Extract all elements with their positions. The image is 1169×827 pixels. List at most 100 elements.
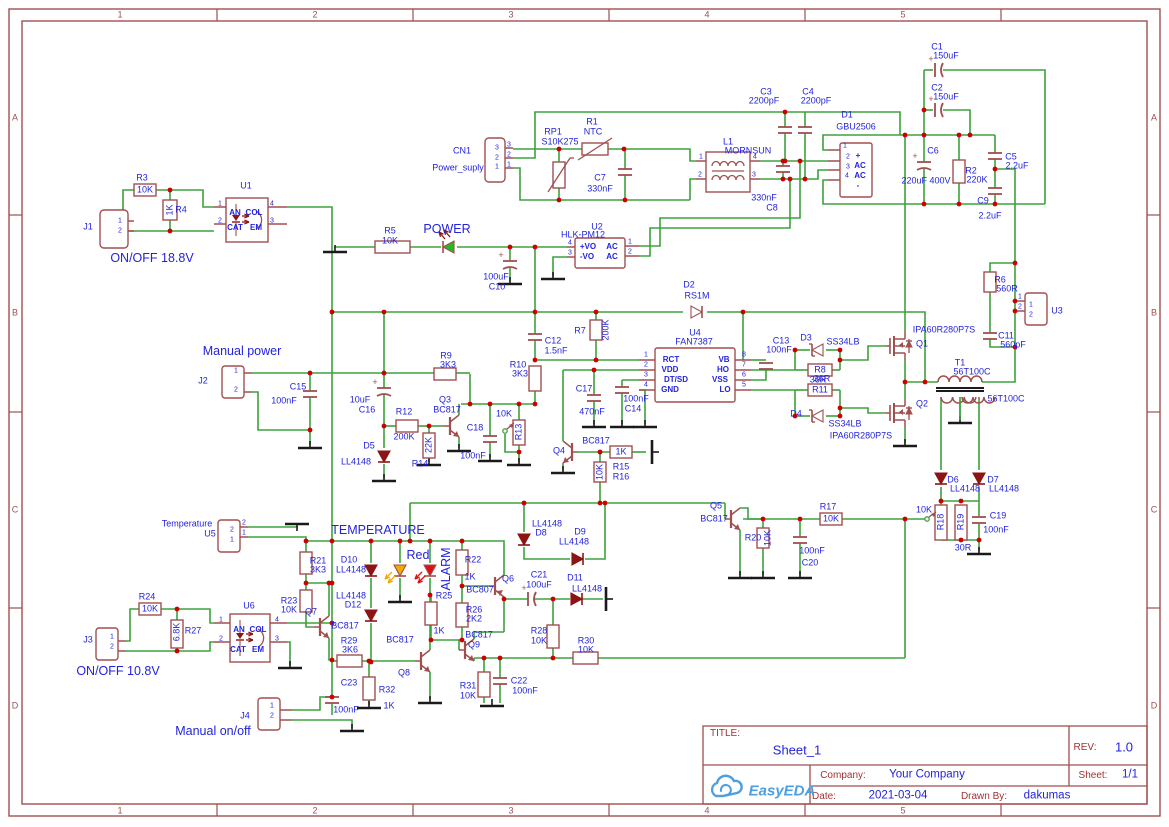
label-ac-235[interactable]: AC — [606, 242, 618, 251]
wire-123[interactable] — [252, 391, 310, 431]
label-100uf-202[interactable]: 100uF — [526, 579, 552, 590]
label-10k-173[interactable]: 10K — [141, 603, 159, 614]
label-36r-124[interactable]: 36R — [809, 374, 827, 385]
label-power-suply-50[interactable]: Power_suply — [432, 162, 484, 173]
resistor-R16[interactable] — [593, 461, 607, 483]
label-c5-77[interactable]: C5 — [1005, 151, 1017, 162]
label-1-272[interactable]: 1 — [242, 529, 246, 537]
label-2-270[interactable]: 2 — [234, 386, 238, 394]
resistor-R23[interactable] — [299, 589, 313, 613]
label-3-218[interactable]: 3 — [270, 217, 274, 225]
label-c21-201[interactable]: C21 — [530, 569, 548, 580]
label-d2-86[interactable]: D2 — [683, 279, 695, 290]
label-ac-247[interactable]: AC — [854, 171, 866, 180]
wire-31[interactable] — [639, 161, 801, 247]
label-2-276[interactable]: 2 — [219, 635, 223, 643]
label-manual-on-off-37[interactable]: Manual on/off — [175, 723, 251, 738]
label-3k6-184[interactable]: 3K6 — [341, 644, 359, 655]
connector-U5[interactable] — [217, 519, 241, 553]
label-10k-212[interactable]: 10K — [577, 644, 595, 655]
resistor-R18[interactable] — [934, 504, 948, 541]
capacitor-C21[interactable]: + — [521, 583, 537, 607]
label-2-250[interactable]: 2 — [1018, 303, 1022, 311]
label-c16-108[interactable]: C16 — [358, 404, 376, 415]
label-vdd-262[interactable]: VDD — [661, 365, 679, 374]
label-t1-133[interactable]: T1 — [954, 357, 966, 368]
label-22k-113[interactable]: 22K — [423, 436, 434, 454]
label-c17-96[interactable]: C17 — [575, 383, 593, 394]
label-c22-199[interactable]: C22 — [510, 675, 528, 686]
label-c7-55[interactable]: C7 — [594, 172, 606, 183]
wire-189[interactable] — [292, 719, 353, 728]
label-r11-126[interactable]: R11 — [812, 384, 828, 395]
label-100nf-144[interactable]: 100nF — [983, 524, 1009, 535]
label-1k-188[interactable]: 1K — [464, 571, 476, 582]
label-r19-142[interactable]: R19 — [955, 513, 966, 531]
wire-19[interactable] — [608, 148, 696, 162]
label-temperature-34[interactable]: TEMPERATURE — [331, 522, 425, 537]
label-2-224[interactable]: 2 — [507, 151, 511, 159]
label-r7-88[interactable]: R7 — [574, 325, 586, 336]
label-56t100c-135[interactable]: 56T100C — [987, 393, 1025, 404]
label-ll4148-165[interactable]: LL4148 — [335, 564, 367, 575]
label-r13-118[interactable]: R13 — [513, 423, 524, 441]
label-1-285[interactable]: 1 — [270, 702, 274, 710]
label-vo-233[interactable]: +VO — [579, 242, 597, 251]
diode-D9[interactable] — [571, 552, 585, 566]
wire-97[interactable] — [585, 503, 606, 560]
label-r2-75[interactable]: R2 — [965, 165, 977, 176]
wire-66[interactable] — [840, 345, 886, 361]
label-q6-191[interactable]: Q6 — [501, 573, 515, 584]
label-bc817-195[interactable]: BC817 — [465, 629, 493, 640]
label-6-8k-174[interactable]: 6.8K — [171, 622, 182, 642]
label-1-0-21[interactable]: 1.0 — [1114, 739, 1134, 755]
label-u5-161[interactable]: U5 — [204, 528, 216, 539]
label-36r-125[interactable]: 36R — [813, 373, 831, 384]
resistor-R9[interactable] — [433, 367, 457, 381]
label-2200pf-62[interactable]: 2200pF — [800, 95, 832, 106]
resistor-R8[interactable] — [807, 363, 833, 377]
label-4-229[interactable]: 4 — [568, 239, 572, 247]
label-ipa60r280p7s-129[interactable]: IPA60R280P7S — [912, 324, 976, 335]
label-3-243[interactable]: 3 — [846, 163, 850, 171]
diode-D11[interactable] — [570, 592, 584, 606]
wire-46[interactable] — [943, 109, 971, 135]
label-100nf-152[interactable]: 100nF — [799, 545, 825, 556]
label-2-252[interactable]: 2 — [1029, 311, 1033, 319]
label-1-253[interactable]: 1 — [644, 351, 648, 359]
label-em-222[interactable]: EM — [250, 223, 262, 232]
resistor-R31[interactable] — [477, 671, 491, 698]
label-vo-234[interactable]: -VO — [579, 252, 595, 261]
label-r12-111[interactable]: R12 — [395, 406, 413, 417]
label-1-274[interactable]: 1 — [230, 536, 234, 544]
label-q3-109[interactable]: Q3 — [438, 394, 452, 405]
resistor-R6[interactable] — [983, 271, 997, 293]
label-2-242[interactable]: 2 — [846, 153, 850, 161]
transformer-T1[interactable] — [936, 375, 996, 420]
capacitor-C18[interactable] — [483, 435, 497, 443]
label-r3-40[interactable]: R3 — [136, 172, 148, 183]
label-temperature-160[interactable]: Temperature — [161, 518, 213, 529]
capacitor-C3[interactable] — [778, 126, 792, 134]
label-c15-105[interactable]: C15 — [289, 381, 307, 392]
label-2-286[interactable]: 2 — [270, 712, 274, 720]
label-d1-67[interactable]: D1 — [841, 109, 853, 120]
label-on-off-10-8v-36[interactable]: ON/OFF 10.8V — [76, 663, 160, 678]
label-r24-172[interactable]: R24 — [138, 591, 156, 602]
label-c2-71[interactable]: C2 — [931, 82, 943, 93]
temperature-led[interactable] — [384, 564, 407, 584]
label-r8-123[interactable]: R8 — [814, 364, 826, 375]
label-1-237[interactable]: 1 — [699, 153, 703, 161]
label-1k-190[interactable]: 1K — [433, 625, 445, 636]
resistor-R5[interactable] — [374, 240, 411, 254]
label-u6-176[interactable]: U6 — [243, 600, 255, 611]
label-bc817-110[interactable]: BC817 — [433, 404, 461, 415]
label-220uf-400v-74[interactable]: 220uF 400V — [901, 175, 951, 186]
label-c6-73[interactable]: C6 — [927, 145, 939, 156]
label-c10-48[interactable]: C10 — [488, 281, 506, 292]
label-200k-112[interactable]: 200K — [393, 431, 415, 442]
diode-D4[interactable] — [809, 409, 824, 423]
label-2-2uf-80[interactable]: 2.2uF — [978, 210, 1002, 221]
label-1k-182[interactable]: 1K — [383, 700, 395, 711]
label-r25-189[interactable]: R25 — [435, 590, 453, 601]
